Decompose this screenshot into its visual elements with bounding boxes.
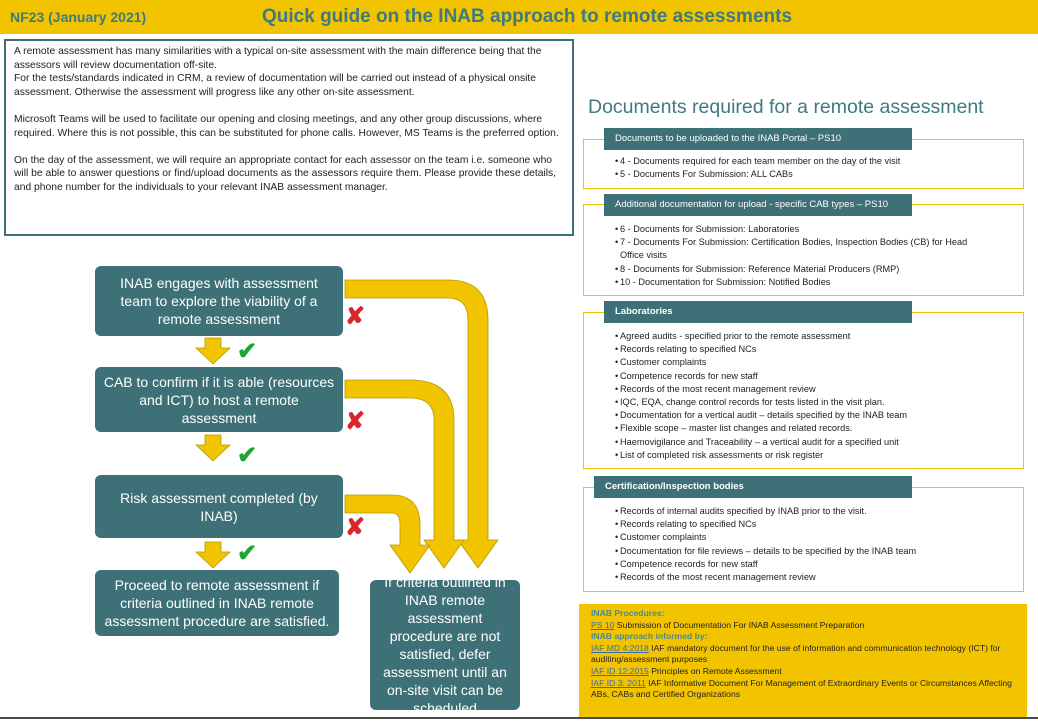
intro-paragraph-2: Microsoft Teams will be used to facilita…	[14, 113, 559, 139]
cross-icon: ✘	[345, 514, 366, 541]
ps10-text: Submission of Documentation For INAB Ass…	[614, 619, 865, 630]
flow-step-engage-text: INAB engages with assessment team to exp…	[120, 275, 318, 327]
list-item: Customer complaints	[615, 356, 1023, 369]
check-icon: ✔	[237, 442, 258, 469]
list-item: Competence records for new staff	[615, 370, 1023, 383]
intro-paragraph-1: A remote assessment has many similaritie…	[14, 46, 542, 98]
list-item: Records of the most recent management re…	[615, 571, 1023, 584]
id3-link[interactable]: IAF ID 3: 2011	[591, 677, 646, 688]
procedures-heading: INAB Procedures:	[591, 608, 665, 618]
list-item: Customer complaints	[615, 531, 1023, 544]
list-item: List of completed risk assessments or ri…	[615, 449, 1023, 462]
references-panel: INAB Procedures: PS 10 Submission of Doc…	[579, 604, 1027, 717]
flow-step-engage: INAB engages with assessment team to exp…	[95, 266, 343, 336]
list-item: 7 - Documents For Submission: Certificat…	[615, 236, 1023, 262]
list-item: Records of internal audits specified by …	[615, 505, 1023, 518]
informed-heading: INAB approach informed by:	[591, 631, 708, 642]
list-item: 8 - Documents for Submission: Reference …	[615, 263, 1023, 276]
flow-step-defer: If criteria outlined in INAB remote asse…	[370, 574, 520, 716]
list-item: 10 - Documentation for Submission: Notif…	[615, 276, 1023, 289]
section-certification: Records of internal audits specified by …	[583, 487, 1024, 592]
down-arrow-1	[194, 337, 232, 365]
ref-md4: IAF MD 4:2018 IAF mandatory document for…	[591, 643, 1015, 666]
down-arrow-3	[194, 541, 232, 569]
flow-step-proceed: Proceed to remote assessment if criteria…	[95, 570, 339, 636]
section-certification-heading: Certification/Inspection bodies	[594, 476, 912, 498]
intro-paragraph-3: On the day of the assessment, we will re…	[14, 154, 557, 193]
check-icon: ✔	[237, 338, 258, 365]
flow-step-confirm-text: CAB to confirm if it is able (resources …	[103, 373, 335, 426]
flow-step-defer-text: If criteria outlined in INAB remote asse…	[383, 574, 507, 716]
bottom-rule	[0, 717, 1038, 719]
list-item: Records of the most recent management re…	[615, 383, 1023, 396]
section-additional-heading: Additional documentation for upload - sp…	[604, 194, 912, 216]
page-title: Quick guide on the INAB approach to remo…	[262, 6, 793, 27]
section-laboratories-heading: Laboratories	[604, 301, 912, 323]
list-item: 6 - Documents for Submission: Laboratori…	[615, 223, 1023, 236]
md4-link[interactable]: IAF MD 4:2018	[591, 642, 649, 653]
header-bar: NF23 (January 2021) Quick guide on the I…	[0, 0, 1038, 34]
ref-id3: IAF ID 3: 2011 IAF Informative Document …	[591, 678, 1015, 701]
list-item: 5 - Documents For Submission: ALL CABs	[615, 168, 1023, 181]
id3-text: IAF Informative Document For Management …	[591, 677, 1012, 700]
document-code: NF23 (January 2021)	[10, 9, 147, 25]
flow-step-risk: Risk assessment completed (by INAB)	[95, 475, 343, 538]
list-item: Flexible scope – master list changes and…	[615, 422, 1023, 435]
curved-arrow-1	[344, 279, 499, 569]
check-icon: ✔	[237, 540, 258, 567]
documents-title: Documents required for a remote assessme…	[588, 96, 984, 118]
ref-id12: IAF ID 12:2015 Principles on Remote Asse…	[591, 666, 1015, 678]
list-item: Documentation for a vertical audit – det…	[615, 409, 1023, 422]
ps10-link[interactable]: PS 10	[591, 619, 615, 630]
list-item: Records relating to specified NCs	[615, 518, 1023, 531]
id12-link[interactable]: IAF ID 12:2015	[591, 665, 649, 676]
section-laboratories: Agreed audits - specified prior to the r…	[583, 312, 1024, 469]
section-portal-heading: Documents to be uploaded to the INAB Por…	[604, 128, 912, 150]
flow-step-risk-text: Risk assessment completed (by INAB)	[120, 489, 318, 524]
list-item: Agreed audits - specified prior to the r…	[615, 330, 1023, 343]
md4-text: IAF mandatory document for the use of in…	[591, 642, 1001, 665]
list-item: Competence records for new staff	[615, 558, 1023, 571]
list-item: Records relating to specified NCs	[615, 343, 1023, 356]
cross-icon: ✘	[345, 408, 366, 435]
cross-icon: ✘	[345, 303, 366, 330]
ref-ps10: PS 10 Submission of Documentation For IN…	[591, 620, 1015, 632]
flow-step-proceed-text: Proceed to remote assessment if criteria…	[104, 577, 330, 629]
section-additional: 6 - Documents for Submission: Laboratori…	[583, 204, 1024, 296]
list-item: IQC, EQA, change control records for tes…	[615, 396, 1023, 409]
flow-step-confirm: CAB to confirm if it is able (resources …	[95, 367, 343, 432]
list-item: Documentation for file reviews – details…	[615, 545, 1023, 558]
id12-text: Principles on Remote Assessment	[648, 665, 782, 676]
list-item: 4 - Documents required for each team mem…	[615, 155, 1023, 168]
intro-panel: A remote assessment has many similaritie…	[4, 39, 574, 236]
down-arrow-2	[194, 434, 232, 462]
list-item: Haemovigilance and Traceability – a vert…	[615, 436, 1023, 449]
